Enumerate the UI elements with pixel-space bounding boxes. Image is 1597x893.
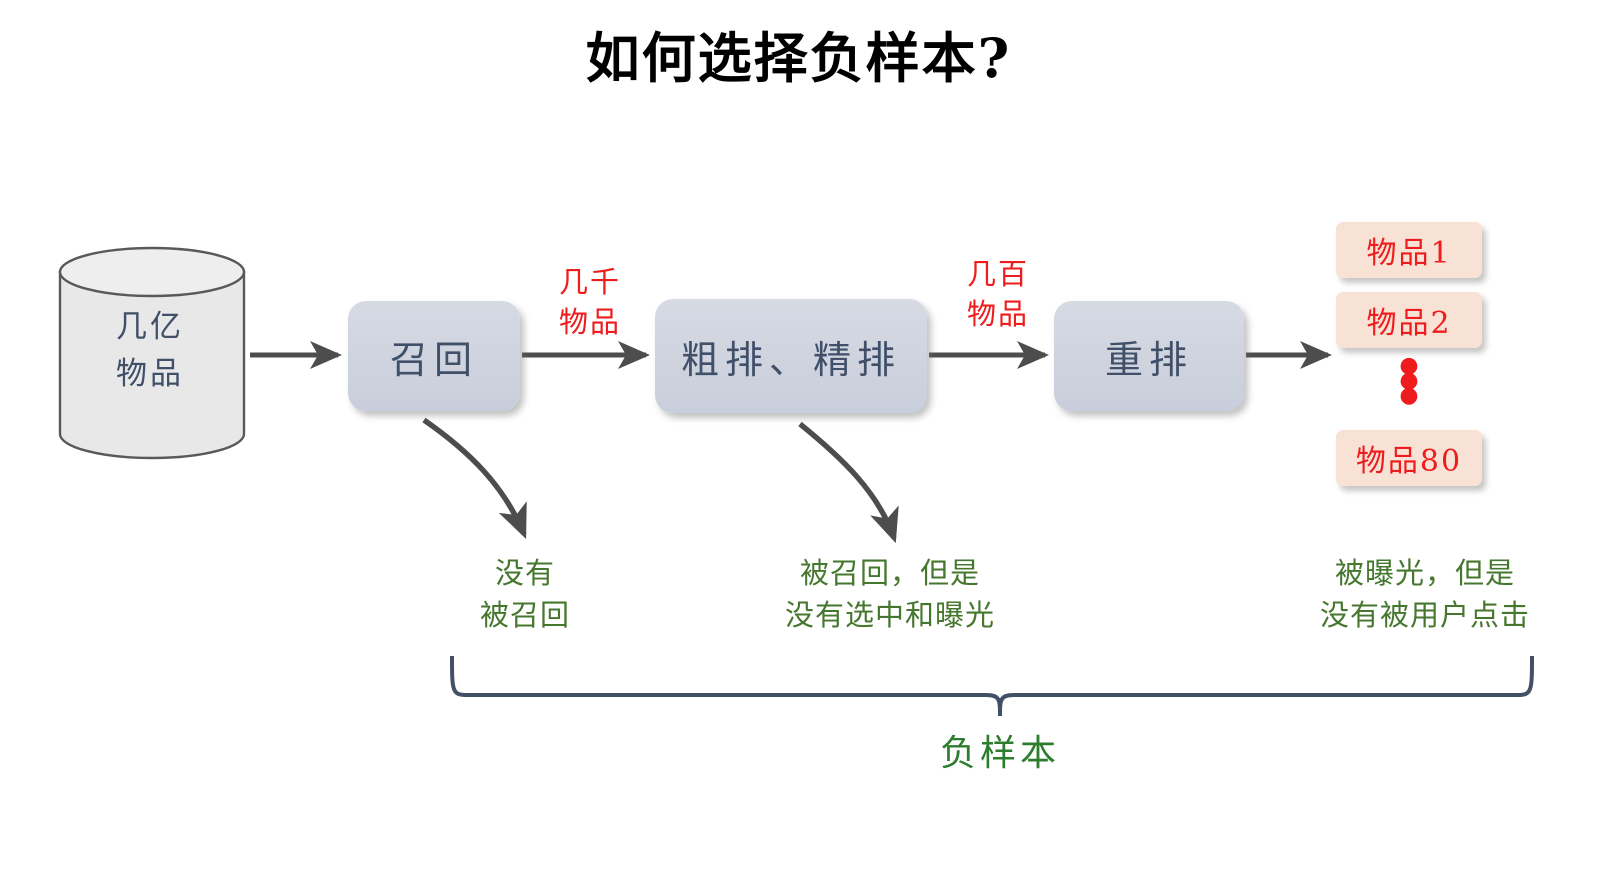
stage-label-recall: 召回: [389, 337, 478, 382]
brace-label-negative-samples: 负样本: [939, 733, 1060, 774]
result-item-chip[interactable]: 物品80: [1336, 430, 1482, 486]
database-cylinder-label: 几亿 物品: [116, 309, 184, 392]
result-item-label: 物品1: [1366, 236, 1452, 271]
curved-arrow-not-recalled: [422, 417, 527, 539]
note-shown-not-clicked: 被曝光，但是 没有被用户点击: [1319, 556, 1530, 632]
result-item-chip[interactable]: 物品1: [1336, 222, 1482, 278]
page-title: 如何选择负样本?: [585, 26, 1012, 90]
negative-sample-brace: [450, 655, 1534, 717]
database-cylinder-shape: [58, 246, 246, 460]
stage-label-rerank: 重排: [1104, 337, 1193, 382]
note-recalled-not-shown: 被召回，但是 没有选中和曝光: [784, 556, 995, 632]
vertical-ellipsis-icon: ●●●: [1399, 353, 1419, 408]
note-not-recalled: 没有 被召回: [479, 556, 570, 632]
flow-label-thousands: 几千 物品: [558, 265, 621, 339]
curved-arrow-recalled-not-shown: [798, 421, 899, 544]
stage-box-recall[interactable]: 召回: [348, 301, 520, 411]
stage-box-ranking[interactable]: 粗排、精排: [655, 299, 927, 413]
result-item-chip[interactable]: 物品2: [1336, 292, 1482, 348]
stage-label-ranking: 粗排、精排: [680, 337, 901, 382]
stage-box-rerank[interactable]: 重排: [1054, 301, 1244, 411]
result-item-label: 物品2: [1366, 306, 1452, 341]
database-cylinder: 几亿 物品: [58, 248, 242, 458]
flow-label-hundreds: 几百 物品: [966, 257, 1029, 331]
result-item-label: 物品80: [1355, 444, 1463, 479]
